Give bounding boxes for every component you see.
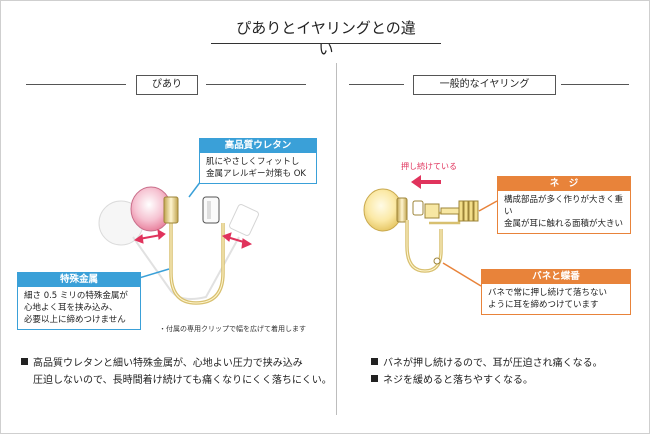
left-section-rule-left [26,84,126,85]
left-section-rule-right [206,84,306,85]
metal-callout: 特殊金属 細さ 0.5 ミリの特殊金属が 心地よく耳を挟み込み、 必要以上に締め… [17,272,141,330]
spring-callout: バネと蝶番 バネで常に押し続けて落ちない ように耳を締めつけています [481,269,631,315]
bullet-square-icon [371,358,378,365]
title-underline [211,43,441,44]
left-bullets: 高品質ウレタンと細い特殊金属が、心地よい圧力で挟み込み 圧迫しないので、長時間着… [21,355,332,389]
right-bullet-2: ネジを緩めると落ちやすくなる。 [371,372,603,389]
screw-pointer [478,200,498,212]
right-bullets: バネが押し続けるので、耳が圧迫され痛くなる。 ネジを緩めると落ちやすくなる。 [371,355,603,389]
right-section-rule-right [561,84,629,85]
left-section-label: ぴあり [136,75,198,95]
spring-pointer [442,262,482,287]
metal-callout-line-3: 必要以上に締めつけません [24,315,126,325]
urethane-callout-line-1: 肌にやさしくフィットし [206,157,300,167]
screw-callout: ネ ジ 構成部品が多く作りが大きく重い 金属が耳に触れる面積が大きい [497,176,631,234]
urethane-callout-header: 高品質ウレタン [200,139,316,153]
bullet-square-icon [371,375,378,382]
bullet-square-icon [21,358,28,365]
right-bullet-1: バネが押し続けるので、耳が圧迫され痛くなる。 [371,355,603,372]
right-section-rule-left [349,84,404,85]
spring-callout-line-2: ように耳を締めつけています [488,300,599,310]
column-divider [336,63,337,415]
metal-callout-line-1: 細さ 0.5 ミリの特殊金属が [24,291,128,301]
metal-callout-line-2: 心地よく耳を挟み込み、 [24,303,118,313]
left-bullet-1-cont: 圧迫しないので、長時間着け続けても痛くなりにくく落ちにくい。 [33,375,332,386]
screw-callout-line-1: 構成部品が多く作りが大きく重い [504,195,624,217]
urethane-callout: 高品質ウレタン 肌にやさしくフィットし 金属アレルギー対策も OK [199,138,317,184]
spring-callout-header: バネと蝶番 [482,270,630,284]
screw-callout-header: ネ ジ [498,177,630,191]
right-section-label: 一般的なイヤリング [413,75,556,95]
spring-callout-line-1: バネで常に押し続けて落ちない [488,288,608,298]
clip-note: ・付属の専用クリップで幅を広げて着用します [159,325,306,333]
metal-callout-header: 特殊金属 [18,273,140,287]
piari-earring [130,186,225,305]
page-title: ぴありとイヤリングとの違い [236,19,416,58]
press-label: 押し続けている [401,162,457,171]
screw-callout-line-2: 金属が耳に触れる面積が大きい [504,219,624,229]
left-bullet-1: 高品質ウレタンと細い特殊金属が、心地よい圧力で挟み込み [21,355,332,372]
pressure-arrows-left [133,229,253,249]
push-arrow [411,175,441,189]
urethane-callout-line-2: 金属アレルギー対策も OK [206,169,306,179]
standard-earring [363,188,479,273]
